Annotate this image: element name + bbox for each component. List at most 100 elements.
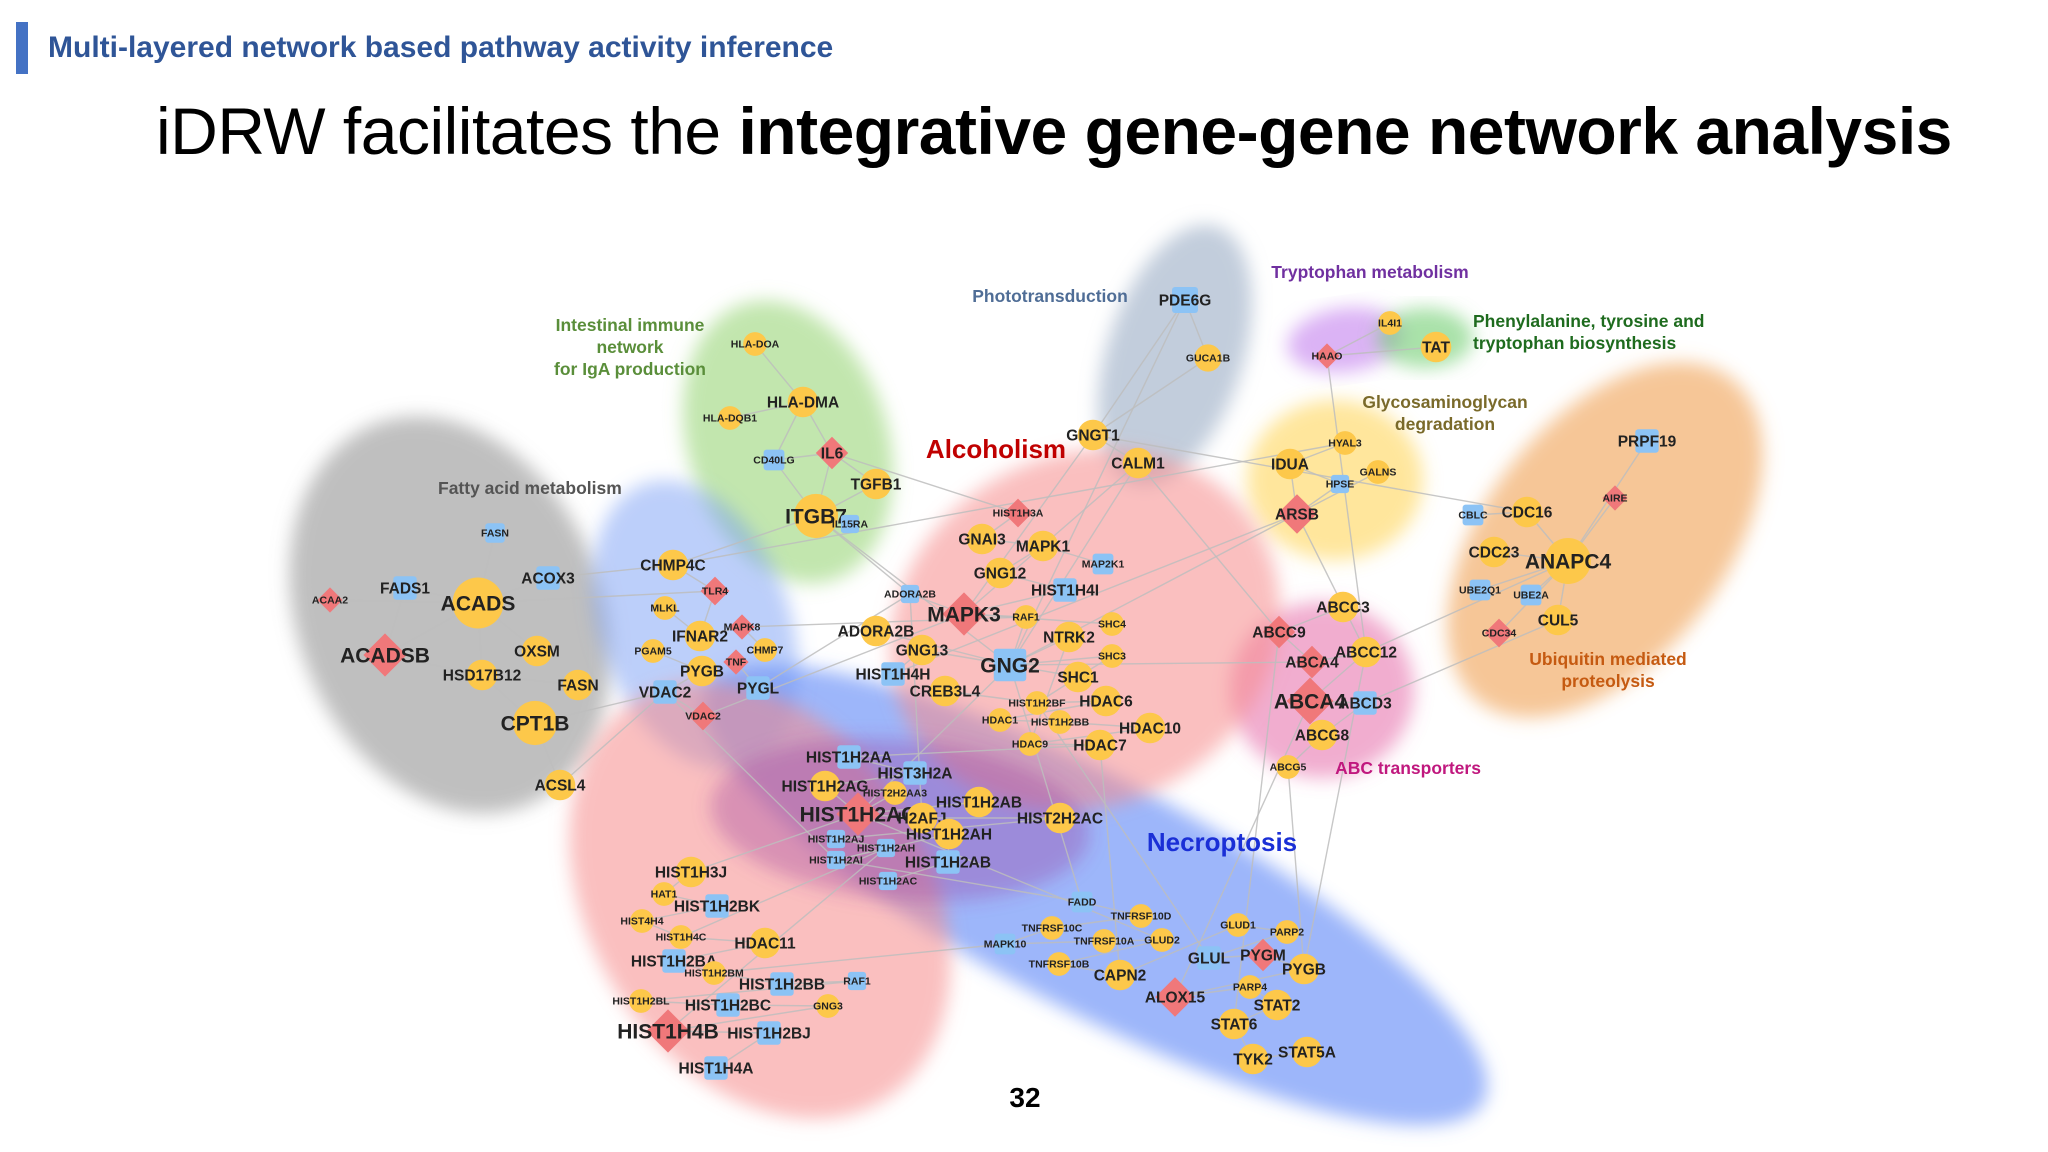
gene-node-circle-cdc23 — [1478, 536, 1510, 568]
network-edge — [1364, 619, 1559, 704]
gene-label: TNFRSF10A — [1074, 936, 1135, 948]
network-edge — [999, 700, 1107, 721]
gene-node-circle-hla-doa — [743, 332, 767, 356]
gene-label: CHMP7 — [747, 645, 784, 657]
gene-label: ADORA2B — [884, 589, 936, 601]
slide-title-light: iDRW facilitates the — [156, 94, 739, 168]
gene-label: HIST1H2BB — [739, 976, 825, 993]
gene-node-diamond-acadsb — [363, 633, 407, 677]
gene-label: SHC4 — [1098, 619, 1126, 631]
gene-node-itgb7: ITGB7 — [785, 493, 847, 539]
gene-node-map2k1: MAP2K1 — [1082, 553, 1124, 575]
network-edge — [1174, 700, 1311, 998]
gene-label: HAT1 — [651, 889, 678, 901]
network-edge — [1092, 434, 1528, 513]
gene-node-tnf: TNF — [723, 649, 749, 675]
gene-label: HIST1H4C — [656, 932, 707, 944]
gene-label: VDAC2 — [639, 684, 692, 701]
gene-label: ABCC9 — [1252, 624, 1306, 641]
network-edge — [1296, 513, 1367, 653]
gene-label: FASN — [481, 528, 509, 540]
gene-label: HIST1H2BA — [631, 953, 717, 970]
gene-node-abcg5: ABCG5 — [1270, 755, 1307, 779]
gene-node-square-hist1h2ba — [662, 949, 686, 973]
gene-label: HIST1H2BF — [1008, 698, 1066, 710]
gene-node-diamond-acaa2 — [317, 587, 343, 613]
network-edge — [1208, 931, 1288, 959]
gene-node-circle-capn2 — [1104, 959, 1136, 991]
gene-node-square-hist1h4a — [704, 1056, 728, 1080]
gene-label: HIST1H2BM — [684, 968, 744, 980]
gene-label: IDUA — [1271, 456, 1309, 473]
gene-label: RAF1 — [1012, 612, 1040, 624]
gene-node-diamond-mapk3 — [942, 592, 986, 636]
gene-node-tgfb1: TGFB1 — [851, 468, 902, 500]
gene-label: TNFRSF10D — [1111, 911, 1172, 923]
gene-label: HIST1H2BC — [685, 997, 771, 1014]
gene-label: GNG12 — [974, 565, 1027, 582]
gene-node-oxsm: OXSM — [514, 635, 560, 667]
gene-node-hla-dqb1: HLA-DQB1 — [703, 406, 757, 430]
gene-label: PARP4 — [1233, 982, 1267, 994]
gene-node-circle-h2afj — [906, 802, 938, 834]
gene-node-circle-shc3 — [1100, 644, 1124, 668]
gene-node-ntrk2: NTRK2 — [1043, 621, 1095, 653]
gene-node-square-hist1h2ab — [936, 850, 960, 874]
gene-node-hyal3: HYAL3 — [1328, 431, 1362, 455]
gene-node-circle-chmp4c — [657, 549, 689, 581]
gene-node-circle-abcg5 — [1276, 755, 1300, 779]
gene-node-circle-galns — [1366, 460, 1390, 484]
gene-node-square-vdac2 — [653, 680, 677, 704]
gene-node-circle-hist1h3j — [675, 856, 707, 888]
gene-node-circle-calm1 — [1122, 447, 1154, 479]
gene-label: H2AFJ — [897, 810, 946, 827]
gene-label: HDAC11 — [734, 935, 796, 952]
gene-node-mapk10: MAPK10 — [984, 933, 1026, 955]
gene-label: CAPN2 — [1094, 967, 1147, 984]
gene-node-circle-ifnar2 — [684, 620, 716, 652]
gene-label: MAPK3 — [927, 603, 1001, 626]
gene-node-circle-adora2b — [860, 615, 892, 647]
gene-node-vdac2: VDAC2 — [685, 701, 721, 731]
gene-label: CREB3L4 — [910, 683, 981, 700]
gene-label: PARP2 — [1270, 927, 1304, 939]
gene-node-anapc4: ANAPC4 — [1525, 538, 1611, 584]
gene-node-hist1h2ag: HIST1H2AG — [782, 770, 869, 802]
gene-node-hdac11: HDAC11 — [734, 927, 796, 959]
gene-label: TNFRSF10B — [1029, 959, 1090, 971]
network-edge — [1287, 766, 1305, 970]
gene-node-hdac6: HDAC6 — [1079, 685, 1133, 717]
gene-node-circle-hdac7 — [1084, 729, 1116, 761]
gene-node-circle-mlkl — [653, 596, 677, 620]
gene-node-circle-acads — [452, 577, 504, 629]
gene-node-abcc9: ABCC9 — [1252, 615, 1306, 649]
gene-node-tnfrsf10c: TNFRSF10C — [1022, 916, 1083, 940]
gene-node-circle-anapc4 — [1545, 538, 1591, 584]
gene-node-square-hist1h2bc — [716, 993, 740, 1017]
gene-node-prpf19: PRPF19 — [1618, 429, 1677, 453]
gene-node-hist1h2ab: HIST1H2AB — [936, 786, 1022, 818]
network-edge — [727, 1004, 829, 1007]
gene-node-hist1h2bf: HIST1H2BF — [1008, 691, 1066, 715]
gene-node-circle-shc4 — [1100, 612, 1124, 636]
gene-label: ABCG5 — [1270, 762, 1307, 774]
gene-node-shc1: SHC1 — [1057, 661, 1099, 693]
gene-label: PYGL — [737, 680, 779, 697]
gene-node-circle-hyal3 — [1333, 431, 1357, 455]
gene-label: CBLC — [1458, 510, 1488, 522]
gene-node-diamond-mapk8 — [729, 614, 755, 640]
gene-node-hist1h2ah: HIST1H2AH — [857, 838, 915, 858]
gene-label: HDAC6 — [1079, 693, 1133, 710]
gene-label: PYGM — [1240, 947, 1286, 964]
gene-node-square-hist1h2aj — [826, 829, 846, 849]
gene-node-square-fadd — [1071, 891, 1093, 913]
network-edge — [713, 943, 1006, 974]
gene-node-square-hist1h2ai — [826, 850, 846, 870]
gene-node-shc4: SHC4 — [1098, 612, 1126, 636]
gene-node-circle-abcc12 — [1350, 636, 1382, 668]
gene-node-cdc34: CDC34 — [1482, 618, 1516, 648]
gene-node-square-hist1h4h — [881, 662, 905, 686]
gene-label: NTRK2 — [1043, 629, 1095, 646]
pathway-region-phototransduction — [1098, 224, 1252, 486]
